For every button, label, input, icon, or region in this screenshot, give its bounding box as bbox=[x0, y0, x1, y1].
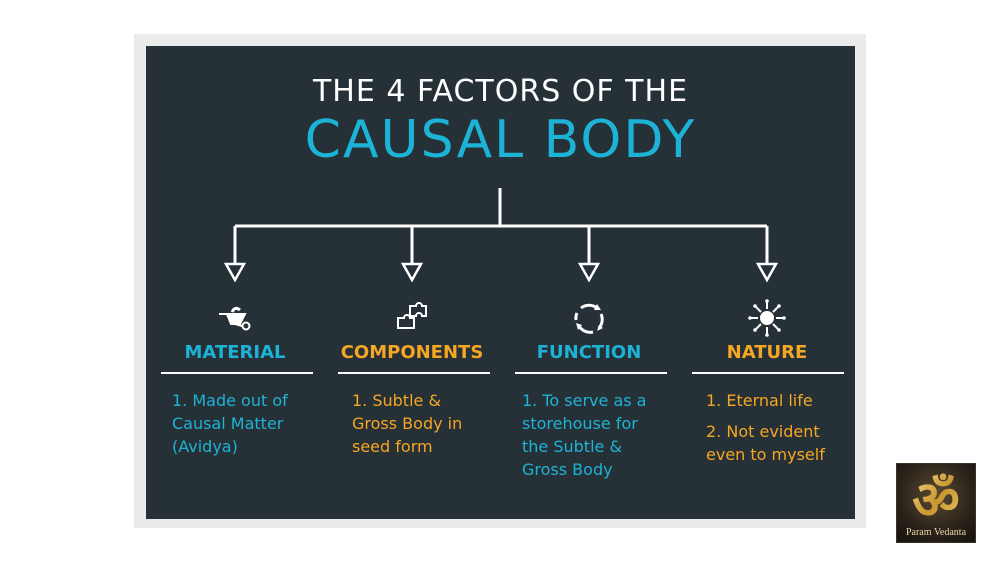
wheelbarrow-icon bbox=[219, 306, 251, 331]
title-line-1: THE 4 FACTORS OF THE bbox=[312, 74, 689, 109]
factor-item-nature-2: 2. Not evident even to myself bbox=[706, 422, 825, 464]
factor-item-components-1: 1. Subtle & Gross Body in seed form bbox=[352, 391, 463, 456]
arrow-head-3 bbox=[577, 262, 601, 283]
tree-connectors bbox=[223, 188, 779, 283]
om-symbol-icon: ॐ bbox=[912, 471, 959, 531]
sun-burst-icon bbox=[748, 299, 786, 337]
factor-item-material-1: 1. Made out of Causal Matter (Avidya) bbox=[172, 391, 288, 456]
factor-title-material: MATERIAL bbox=[184, 342, 286, 363]
factor-title-function: FUNCTION bbox=[536, 342, 642, 363]
param-vedanta-logo: ॐ Param Vedanta bbox=[896, 463, 976, 543]
underline-material bbox=[161, 372, 313, 374]
underline-nature bbox=[692, 372, 844, 374]
factor-item-function-1: 1. To serve as a storehouse for the Subt… bbox=[522, 391, 647, 479]
logo-caption: Param Vedanta bbox=[905, 527, 967, 538]
factor-title-components: COMPONENTS bbox=[340, 342, 484, 363]
factor-title-nature: NATURE bbox=[726, 342, 808, 363]
arrow-head-1 bbox=[223, 262, 247, 283]
factor-item-nature-1: 1. Eternal life bbox=[706, 391, 813, 410]
arrow-head-2 bbox=[400, 262, 424, 283]
underline-components bbox=[338, 372, 490, 374]
puzzle-icon bbox=[397, 302, 427, 329]
arrow-head-4 bbox=[755, 262, 779, 283]
cycle-arrows-icon bbox=[574, 303, 604, 334]
om-glyph: ॐ bbox=[912, 471, 959, 528]
underline-function bbox=[515, 372, 667, 374]
title-line-2: CAUSAL BODY bbox=[304, 110, 697, 170]
slide-board: THE 4 FACTORS OF THE CAUSAL BODY MATERIA… bbox=[146, 46, 855, 519]
